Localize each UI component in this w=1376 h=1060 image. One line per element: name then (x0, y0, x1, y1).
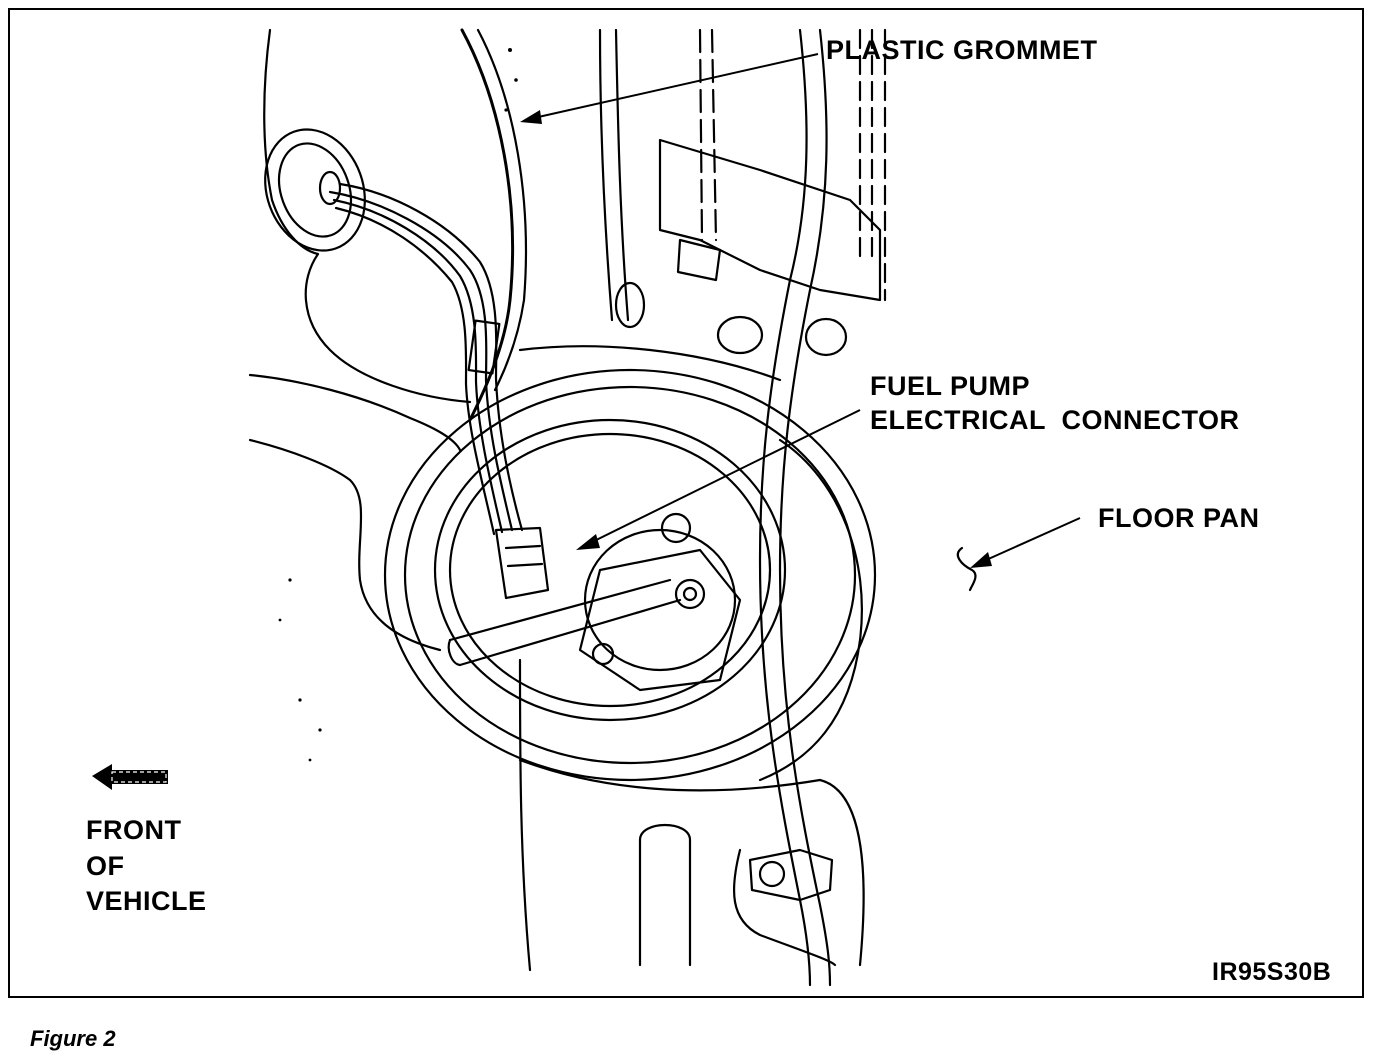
plastic-grommet-label: PLASTIC GROMMET (826, 35, 1098, 65)
floor-pan-leader-line (974, 517, 1081, 566)
figure-caption: Figure 2 (30, 1026, 116, 1051)
connector-leader-line (579, 409, 861, 549)
grommet-hole-outer (264, 128, 366, 252)
connector-body (494, 526, 550, 600)
front-of-vehicle-label-line2: OF (86, 851, 125, 881)
grommet-leader-line (524, 53, 819, 121)
connector-arrowhead (576, 534, 600, 550)
front-of-vehicle-label-line3: VEHICLE (86, 886, 207, 916)
figure-id-label: IR95S30B (1212, 958, 1332, 986)
grommet-arrowhead (520, 110, 542, 124)
fuel-pump-connector-label-line1: FUEL PUMP (870, 371, 1031, 401)
fuel-pump-connector-label-line2: ELECTRICAL CONNECTOR (870, 405, 1240, 435)
floor-pan-arrowhead (970, 552, 992, 568)
arrow-left-icon (92, 764, 168, 790)
front-of-vehicle-label-line1: FRONT (86, 815, 182, 845)
floor-pan-label: FLOOR PAN (1098, 503, 1260, 533)
figure-frame (8, 8, 1364, 998)
